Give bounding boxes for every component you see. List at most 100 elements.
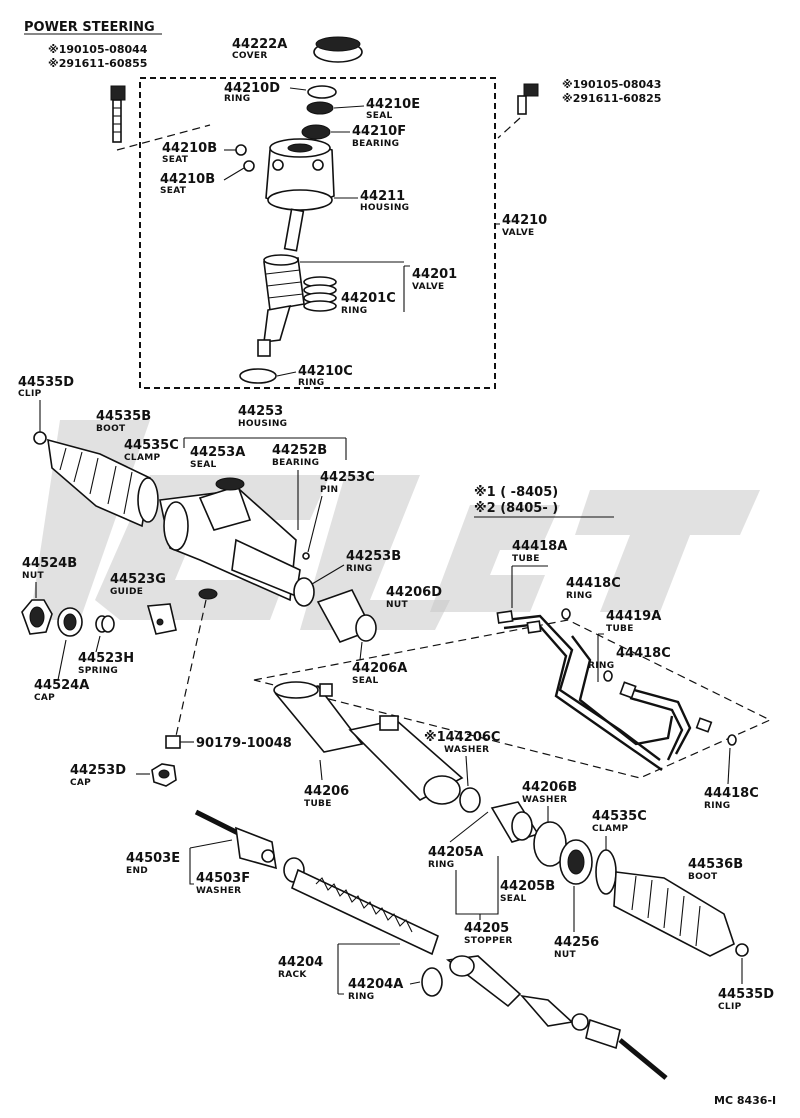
- part-44205-name: STOPPER: [464, 936, 513, 946]
- part-44205B-name: SEAL: [500, 894, 527, 904]
- footer-code: MC 8436-I: [714, 1094, 776, 1107]
- part-44535B-name: BOOT: [96, 424, 126, 434]
- part-44523H-name: SPRING: [78, 666, 118, 676]
- part-44253A-name: SEAL: [190, 460, 217, 470]
- rack-housing-44253: [159, 485, 301, 602]
- seat-44210B-b: [243, 160, 255, 172]
- part-44205A-number: 44205A: [428, 845, 483, 860]
- seal-44210E: [306, 101, 334, 115]
- part-44204A-number: 44204A: [348, 977, 403, 992]
- part-44205A-name: RING: [428, 860, 454, 870]
- part-44222A-name: COVER: [232, 51, 268, 61]
- seal-44253A: [215, 477, 245, 491]
- clip-44535D-left: [33, 431, 47, 445]
- cap-44253D: [151, 763, 177, 787]
- part-44210B1-name: SEAT: [162, 155, 189, 165]
- part-44535C2-number: 44535C: [592, 809, 647, 824]
- legend-line-2: ※2 (8405- ): [474, 501, 558, 516]
- pin-44253C: [302, 552, 310, 560]
- part-44253D-number: 44253D: [70, 763, 126, 778]
- part-44252B-number: 44252B: [272, 443, 327, 458]
- part-44206D-number: 44206D: [386, 585, 442, 600]
- bolt-left-ref1: ※190105-08044: [48, 43, 148, 56]
- valve-group-box: [139, 77, 496, 389]
- tie-rod-end-44503E: [194, 809, 277, 870]
- cap-44524A: [57, 607, 83, 637]
- part-44210C-name: RING: [298, 378, 324, 388]
- tube-44419A: [571, 635, 713, 761]
- part-44204-name: RACK: [278, 970, 307, 980]
- part-44419A-number: 44419A: [606, 609, 661, 624]
- part-44535D2-name: CLIP: [718, 1002, 742, 1012]
- diagram-title: POWER STEERING: [24, 20, 155, 35]
- part-44418C2-name: RING: [588, 661, 614, 671]
- rack-end-right: [445, 955, 668, 1080]
- part-44523H-number: 44523H: [78, 651, 134, 666]
- guide-44523G: [146, 603, 177, 635]
- part-44524A-name: CAP: [34, 693, 55, 703]
- part-44536B-number: 44536B: [688, 857, 743, 872]
- ring-44418C-a: [561, 608, 571, 620]
- part-44205B-number: 44205B: [500, 879, 555, 894]
- nut-44256: [559, 839, 593, 885]
- part-44253-number: 44253: [238, 404, 283, 419]
- boot-44536B: [613, 871, 735, 957]
- rack-44204: [291, 868, 439, 956]
- legend-line-1: ※1 ( -8405): [474, 485, 558, 500]
- part-44210E-number: 44210E: [366, 97, 420, 112]
- part-44206C-number: ※144206C: [424, 730, 500, 745]
- part-44210B2-name: SEAT: [160, 186, 187, 196]
- part-44523G-name: GUIDE: [110, 587, 143, 597]
- stopper-44205: [490, 801, 540, 843]
- part-44536B-name: BOOT: [688, 872, 718, 882]
- part-44253B-name: RING: [346, 564, 372, 574]
- boot-44535B: [47, 438, 151, 528]
- tube-44206: [273, 681, 464, 805]
- ring-44210D: [307, 85, 337, 99]
- part-44211-name: HOUSING: [360, 203, 409, 213]
- cover-part: [313, 36, 363, 63]
- part-44206A-name: SEAL: [352, 676, 379, 686]
- part-44206B-name: WASHER: [522, 795, 567, 805]
- part-44253D-name: CAP: [70, 778, 91, 788]
- part-44524A-number: 44524A: [34, 678, 89, 693]
- part-44201-number: 44201: [412, 267, 457, 282]
- valve-housing-44211: [265, 138, 335, 211]
- part-44210B1-number: 44210B: [162, 141, 217, 156]
- spring-44523H: [95, 615, 115, 633]
- bearing-44210F: [301, 124, 331, 140]
- part-44253-name: HOUSING: [238, 419, 287, 429]
- part-44204A-name: RING: [348, 992, 374, 1002]
- part-44418A-name: TUBE: [512, 554, 540, 564]
- bolt-right-ref2: ※291611-60825: [562, 92, 661, 105]
- nut-44524B: [21, 599, 53, 635]
- part-44418A-number: 44418A: [512, 539, 567, 554]
- part-44210B2-number: 44210B: [160, 172, 215, 187]
- part-44204-number: 44204: [278, 955, 323, 970]
- part-44206-name: TUBE: [304, 799, 332, 809]
- part-44535C1-name: CLAMP: [124, 453, 160, 463]
- part-44201C-name: RING: [341, 306, 367, 316]
- part-44418C3-name: RING: [704, 801, 730, 811]
- part-44210-name: VALVE: [502, 228, 534, 238]
- part-44256-number: 44256: [554, 935, 599, 950]
- part-44524B-name: NUT: [22, 571, 44, 581]
- part-44535D2-number: 44535D: [718, 987, 774, 1002]
- part-44535D1-name: CLIP: [18, 389, 42, 399]
- clamp-44535C-left: [137, 477, 159, 523]
- bolt-right-ref1: ※190105-08043: [562, 78, 661, 91]
- part-44503F-name: WASHER: [196, 886, 241, 896]
- part-44206D-name: NUT: [386, 600, 408, 610]
- part-44523G-number: 44523G: [110, 572, 166, 587]
- ring-44253B: [293, 577, 315, 607]
- part-44201-name: VALVE: [412, 282, 444, 292]
- part-44253C-number: 44253C: [320, 470, 375, 485]
- part-44524B-number: 44524B: [22, 556, 77, 571]
- part-44503F-number: 44503F: [196, 871, 250, 886]
- part-44206C-name: WASHER: [444, 745, 489, 755]
- bolt-left-ref2: ※291611-60855: [48, 57, 147, 70]
- part-44418C1-number: 44418C: [566, 576, 621, 591]
- part-44419A-name: TUBE: [606, 624, 634, 634]
- ring-44210C: [239, 368, 277, 384]
